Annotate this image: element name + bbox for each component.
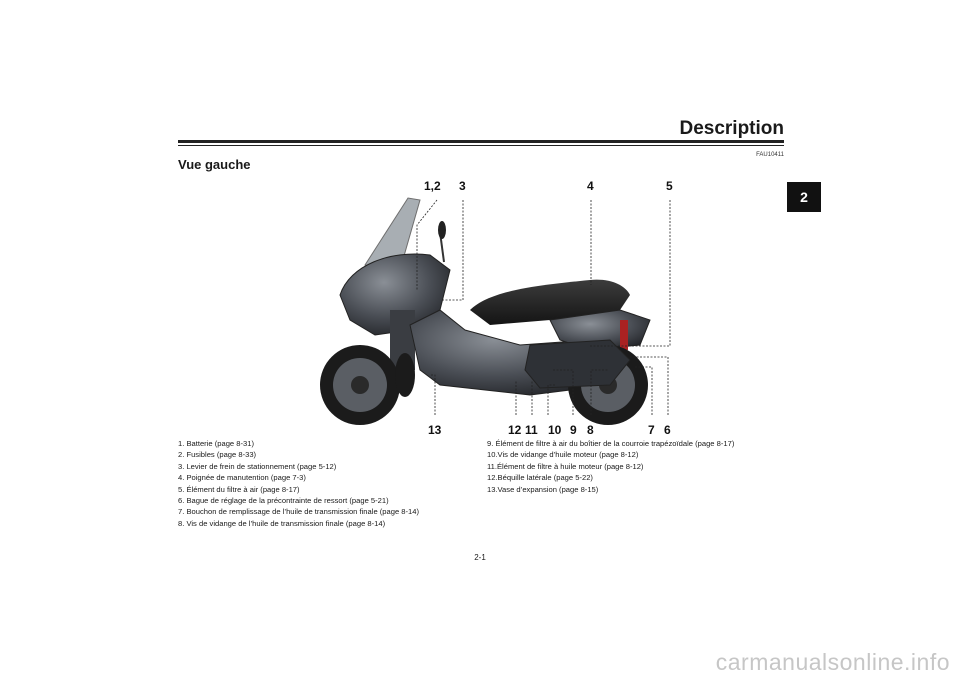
document-code: FAU10411 (756, 152, 784, 158)
page-number: 2-1 (474, 553, 486, 562)
scooter-illustration (320, 197, 671, 425)
callout-12: 12 (508, 423, 522, 437)
callout-3: 3 (459, 179, 466, 193)
legend-item: 4. Poignée de manutention (page 7-3) (178, 473, 306, 483)
callout-5: 5 (666, 179, 673, 193)
legend-item: 2. Fusibles (page 8-33) (178, 450, 257, 460)
header-rule-thin (178, 145, 784, 146)
legend-item: 5. Élément du filtre à air (page 8-17) (178, 484, 300, 494)
legend-right: 9. Élément de filtre à air du boîtier de… (487, 438, 734, 495)
legend-item: 7. Bouchon de remplissage de l’huile de … (178, 507, 420, 517)
legend-item: 8. Vis de vidange de l’huile de transmis… (178, 518, 386, 528)
callout-1-2: 1,2 (424, 179, 441, 193)
legend-item: 3. Levier de frein de stationnement (pag… (178, 461, 337, 471)
chapter-tab[interactable]: 2 (787, 182, 821, 212)
callout-11: 11 (525, 423, 538, 437)
legend-item: 11.Élément de filtre à huile moteur (pag… (487, 461, 644, 471)
watermark[interactable]: carmanualsonline.info (715, 649, 950, 675)
header-rule-thick (178, 140, 784, 143)
callout-4: 4 (587, 179, 594, 193)
callout-7: 7 (648, 423, 655, 437)
legend-item: 13.Vase d’expansion (page 8-15) (487, 484, 599, 494)
legend-item: 12.Béquille latérale (page 5-22) (487, 473, 593, 483)
callout-8: 8 (587, 423, 594, 437)
section-title: Vue gauche (178, 157, 251, 172)
callout-9: 9 (570, 423, 577, 437)
callout-13: 13 (428, 423, 442, 437)
legend-item: 1. Batterie (page 8-31) (178, 439, 254, 448)
callout-6: 6 (664, 423, 671, 437)
header-title: Description (679, 118, 784, 139)
legend-item: 10.Vis de vidange d’huile moteur (page 8… (487, 450, 639, 460)
callout-10: 10 (548, 423, 562, 437)
legend-item: 9. Élément de filtre à air du boîtier de… (487, 439, 735, 448)
legend-item: 6. Bague de réglage de la précontrainte … (178, 496, 389, 506)
legend-left: 1. Batterie (page 8-31) 2. Fusibles (pag… (178, 438, 419, 529)
